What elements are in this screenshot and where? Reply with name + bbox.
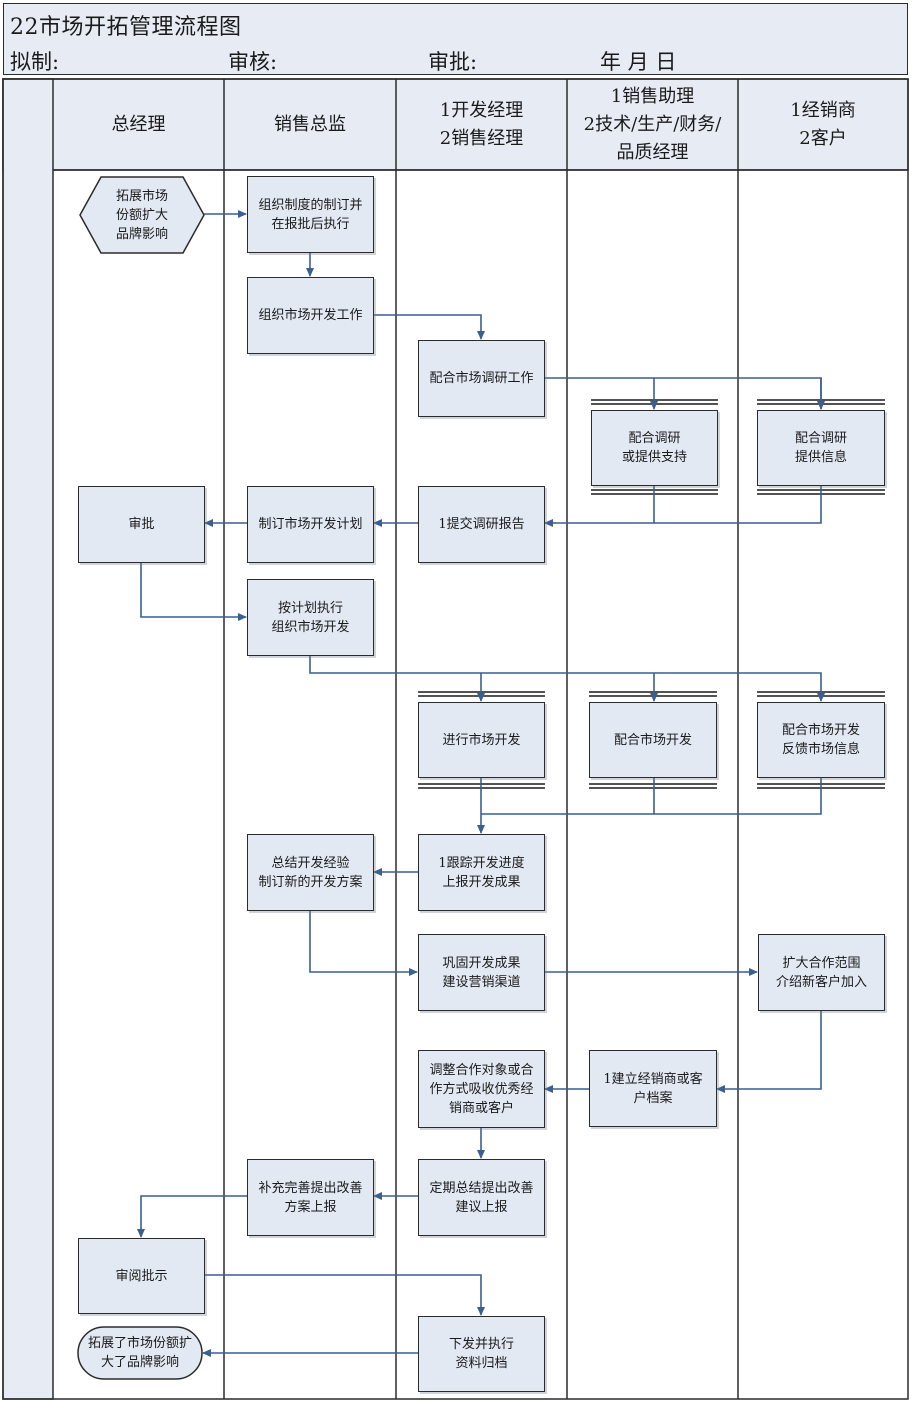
node-assist-research: 配合市场调研工作 [418,340,545,417]
title-bar: 22市场开拓管理流程图 拟制: 审核: 审批: 年 月 日 [3,3,908,75]
left-margin-band [2,78,54,1400]
node-expand-coop: 扩大合作范围 介绍新客户加入 [758,934,885,1011]
node-improve-plan: 补充完善提出改善 方案上报 [247,1159,374,1236]
node-org-market-dev: 组织市场开发工作 [247,277,374,354]
node-feedback-info: 配合市场开发 反馈市场信息 [757,702,885,778]
outer-border [2,78,909,1400]
node-expand-share: 拓展市场 份额扩大 品牌影响 [115,188,168,242]
node-approve: 审批 [78,486,205,563]
node-build-files: 1建立经销商或客 户档案 [589,1050,717,1127]
node-result: 拓展了市场份额扩 大了品牌影响 [87,1336,192,1370]
node-issue-archive: 下发并执行 资料归档 [418,1316,545,1392]
lane-header-dev-manager: 1开发经理 2销售经理 [439,99,524,149]
node-periodic-summary: 定期总结提出改善 建议上报 [418,1159,545,1236]
lane-header-gm: 总经理 [111,113,166,135]
node-org-rules: 组织制度的制订并 在报批后执行 [247,176,374,253]
start-hexagon-shape [79,176,205,254]
lane-header-sales-assistant: 1销售助理 2技术/生产/财务/ 品质经理 [583,85,722,163]
node-adjust-partners: 调整合作对象或合 作方式吸收优秀经 销商或客户 [418,1050,545,1128]
reviewed-label: 审核: [228,50,278,74]
node-track-progress: 1跟踪开发进度 上报开发成果 [418,834,545,911]
connectors [137,210,825,1357]
node-summarize: 总结开发经验 制订新的开发方案 [247,834,374,911]
lane-header-distributor: 1经销商 2客户 [790,99,856,149]
node-submit-report: 1提交调研报告 [418,486,545,563]
node-consolidate: 巩固开发成果 建设营销渠道 [418,934,545,1011]
node-support-research: 配合调研 或提供支持 [591,410,718,486]
drafted-label: 拟制: [10,50,60,74]
node-review-approve: 审阅批示 [78,1238,205,1314]
lane-header-sales-director: 销售总监 [274,113,346,135]
approved-label: 审批: [428,50,478,74]
node-execute-plan: 按计划执行 组织市场开发 [247,579,374,656]
node-provide-info: 配合调研 提供信息 [757,410,885,486]
node-make-plan: 制订市场开发计划 [247,486,374,563]
node-assist-market-dev: 配合市场开发 [589,702,717,778]
page-title: 22市场开拓管理流程图 [10,15,242,40]
date-label: 年 月 日 [600,50,677,74]
node-do-market-dev: 进行市场开发 [418,702,545,778]
